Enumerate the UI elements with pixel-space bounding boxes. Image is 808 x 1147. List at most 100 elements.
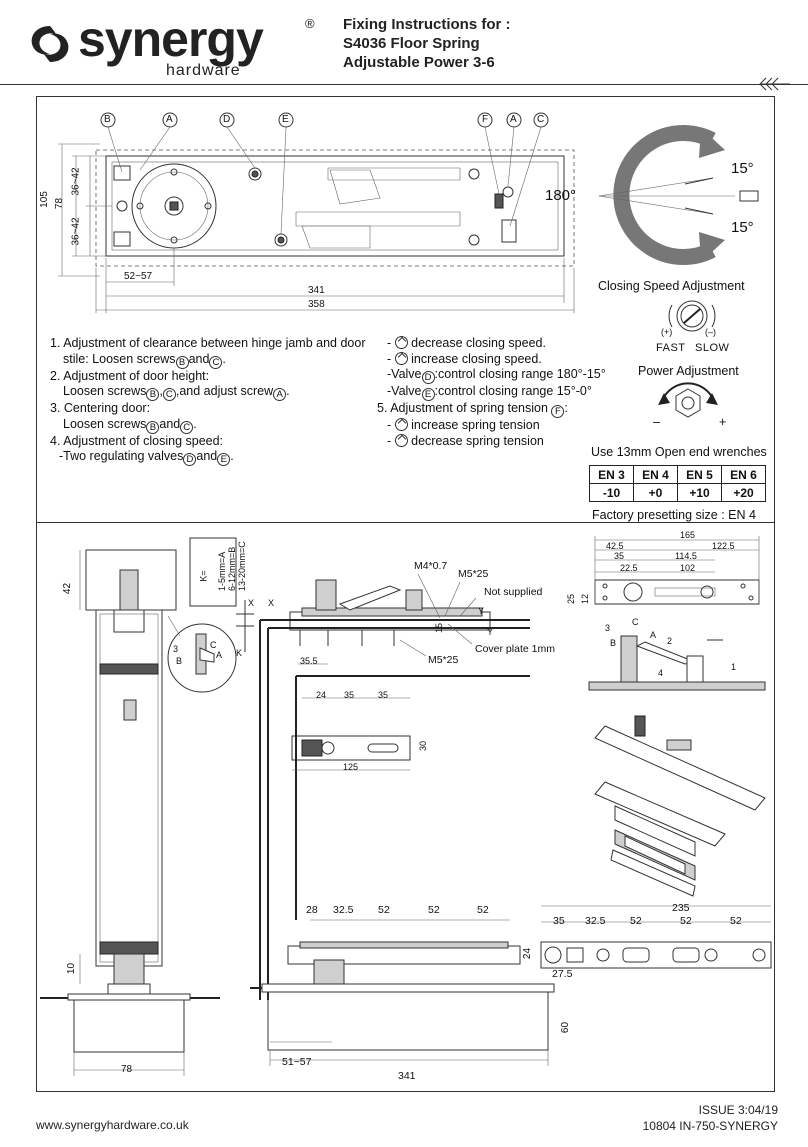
top-pivot-detail-drawing [540, 536, 772, 969]
en-header: EN 5 [677, 465, 722, 484]
fast-label: FAST [656, 342, 686, 354]
document-code: 10804 IN-750-SYNERGY [642, 1119, 778, 1133]
slow-label: SLOW [695, 342, 730, 354]
brand-subtitle: hardware [166, 62, 241, 79]
en-header: EN 4 [633, 465, 678, 484]
callout-e: E [282, 114, 289, 125]
dim-32-5-bottom: 32.5 [585, 915, 606, 927]
k-label: K= [198, 570, 209, 582]
en-header: EN 6 [721, 465, 766, 484]
en-header-row: EN 3 EN 4 EN 5 EN 6 [589, 465, 766, 484]
dim-36-42-top: 36~42 [70, 167, 82, 196]
rotate-counterclockwise-icon [394, 351, 408, 365]
dim-52-b: 52 [428, 904, 440, 916]
footer-issue: ISSUE 3:04/19 10804 IN-750-SYNERGY [643, 1102, 778, 1134]
label-m4: M4*0.7 [414, 560, 448, 572]
circle-e: E [421, 388, 435, 401]
slow-sign: (–) [705, 327, 716, 337]
instr-r5-end: : [564, 401, 568, 415]
dim-125: 125 [343, 762, 359, 772]
en-value-row: -10 +0 +10 +20 [589, 483, 766, 502]
detail-r-2: 2 [667, 636, 673, 646]
en-size-table: EN 3 EN 4 EN 5 EN 6 -10 +0 +10 +20 [589, 465, 766, 502]
detail-r-b: B [610, 638, 617, 648]
footer-website[interactable]: www.synergyhardware.co.uk [36, 1118, 189, 1132]
dash: - [387, 336, 392, 350]
circle-c: C [162, 388, 176, 401]
dim-27-5: 27.5 [552, 968, 573, 980]
dim-60: 60 [560, 1021, 572, 1034]
detail-3: 3 [173, 644, 179, 654]
dim-52-bottom-a: 52 [630, 915, 642, 927]
dim-10: 10 [66, 962, 78, 975]
dim-341: 341 [308, 285, 325, 296]
section-x-left: X [248, 598, 255, 608]
header-divider [0, 84, 808, 85]
instr-r6: - increase spring tension [377, 418, 606, 434]
instr-3b-and: and [159, 416, 181, 431]
instr-1b-and: and [188, 351, 210, 366]
speed-knob-icon [668, 300, 716, 332]
dim-35-bottom: 35 [553, 915, 565, 927]
dim-102: 102 [680, 563, 696, 573]
instr-r7-text: decrease spring tension [411, 433, 544, 448]
dim-52-c: 52 [477, 904, 489, 916]
section-y-top: Y [478, 606, 485, 616]
dim-114-5: 114.5 [675, 551, 697, 561]
instr-4: 4. Adjustment of closing speed: [50, 433, 224, 448]
dim-122-5: 122.5 [712, 541, 735, 551]
circle-a: A [273, 388, 287, 401]
drawing-frame [36, 96, 775, 1092]
k-range-a: 1-5mm=A [217, 551, 227, 591]
en-header: EN 3 [589, 465, 634, 484]
power-plus: + [719, 415, 727, 429]
instr-4b-text: -Two regulating valves [59, 449, 184, 463]
instr-r3-post: :control closing range 180°-15° [434, 367, 606, 381]
rotate-clockwise-icon [394, 418, 408, 431]
callout-f: F [482, 114, 489, 125]
circle-d: D [183, 453, 197, 466]
issue-date: ISSUE 3:04/19 [698, 1103, 778, 1117]
brand-registered: ® [305, 16, 315, 31]
dim-32-5: 32.5 [333, 904, 354, 916]
dim-35-plan: 35 [614, 551, 625, 561]
instr-2b-mid: ,and adjust screw [175, 384, 274, 398]
dim-25: 25 [566, 593, 577, 605]
callout-d: D [223, 114, 231, 125]
section-x-right: X [268, 598, 275, 608]
instr-r1: - decrease closing speed. [377, 336, 606, 352]
callout-a-right: A [510, 114, 517, 125]
section-y-bottom: Y [487, 627, 494, 637]
dim-78-bottom: 78 [121, 1064, 133, 1075]
instr-r4-pre: -Valve [387, 384, 422, 398]
en-value: +0 [633, 483, 678, 502]
brand-logo: synergy ® hardware [26, 11, 326, 79]
dim-42-5: 42.5 [606, 541, 624, 551]
dim-341-bottom: 341 [398, 1070, 416, 1082]
dim-22-5: 22.5 [620, 563, 638, 573]
dash: - [387, 351, 392, 366]
dim-358: 358 [308, 299, 325, 310]
k-marker: K [236, 648, 243, 658]
instructions-right: - decrease closing speed. - increase clo… [377, 336, 606, 449]
instr-3b-end: . [193, 416, 197, 431]
dim-52-57: 52~57 [124, 271, 153, 282]
dim-12: 12 [580, 593, 591, 605]
detail-r-a: A [650, 630, 657, 640]
rotate-clockwise-icon [394, 336, 408, 349]
circle-c: C [209, 355, 223, 369]
dim-36-42-bottom: 36~42 [70, 217, 82, 246]
instr-2b-end: . [286, 384, 290, 398]
instr-r5-text: 5. Adjustment of spring tension [377, 401, 548, 415]
circle-c: C [180, 420, 194, 434]
circle-e: E [217, 453, 231, 466]
instr-1: 1. Adjustment of clearance between hinge… [50, 336, 366, 350]
closing-speed-caption: Closing Speed Adjustment [598, 279, 745, 293]
circle-b: B [146, 420, 160, 434]
hex-wrench-icon [658, 382, 718, 418]
page-title: Fixing Instructions for : S4036 Floor Sp… [343, 15, 511, 72]
circle-b: B [175, 355, 189, 369]
